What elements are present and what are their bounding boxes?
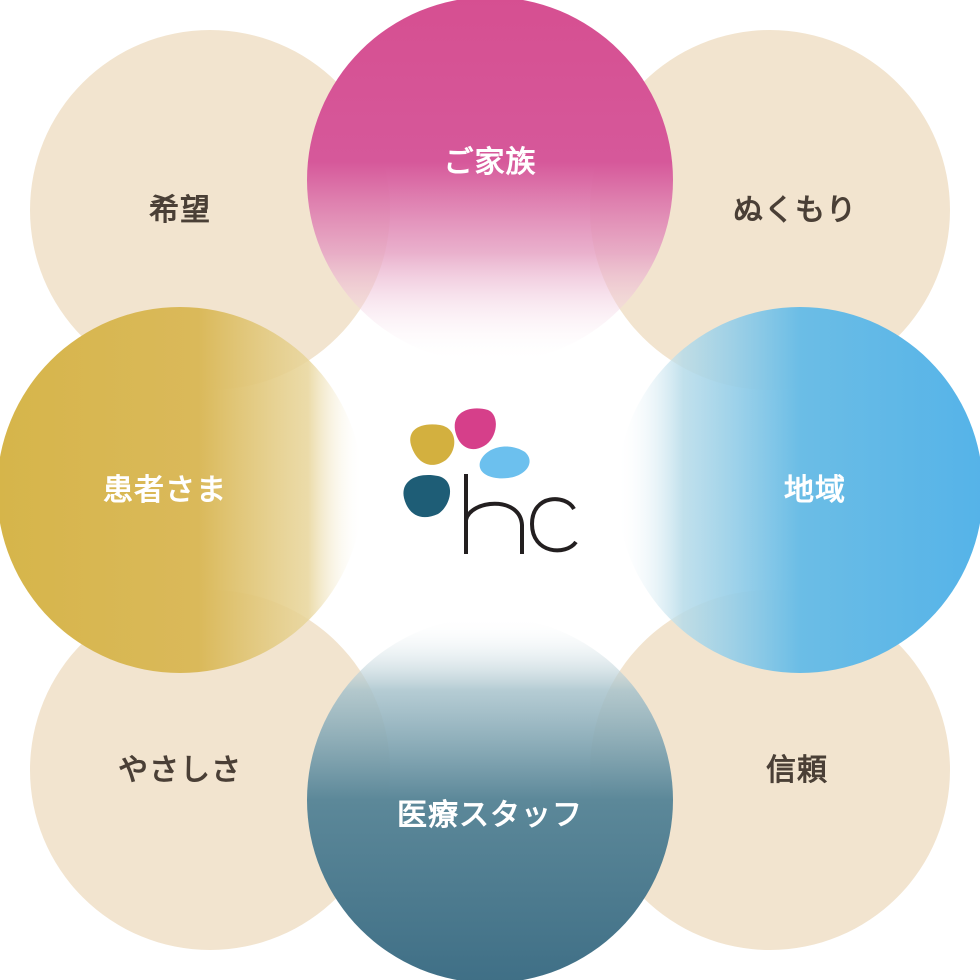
- label-shinrai: 信頼: [766, 753, 828, 788]
- inner-circle-kanjasama: [0, 307, 363, 673]
- inner-circle-iryou: [307, 617, 673, 980]
- label-kibou: 希望: [149, 193, 211, 228]
- inner-circle-gokazoku: [307, 0, 673, 363]
- logo-petal-magenta-icon: [454, 408, 496, 450]
- outer-circle-nukumori: [590, 30, 950, 390]
- outer-circle-yasashisa: [30, 590, 390, 950]
- label-gokazoku: ご家族: [444, 145, 537, 180]
- label-nukumori: ぬくもり: [733, 193, 857, 228]
- hc-logo: [403, 408, 578, 554]
- outer-circle-shinrai: [590, 590, 950, 950]
- logo-letter-c-icon: [529, 497, 578, 553]
- label-kanjasama: 患者さま: [103, 473, 227, 508]
- logo-petal-blue-icon: [479, 446, 530, 479]
- label-chiiki: 地域: [784, 473, 846, 508]
- label-iryou: 医療スタッフ: [397, 798, 583, 833]
- logo-petal-navy-icon: [403, 474, 451, 518]
- logo-letter-h-icon: [464, 474, 524, 554]
- label-yasashisa: やさしさ: [118, 753, 242, 788]
- inner-circle-chiiki: [617, 307, 980, 673]
- outer-circle-kibou: [30, 30, 390, 390]
- logo-petal-gold-icon: [410, 424, 455, 465]
